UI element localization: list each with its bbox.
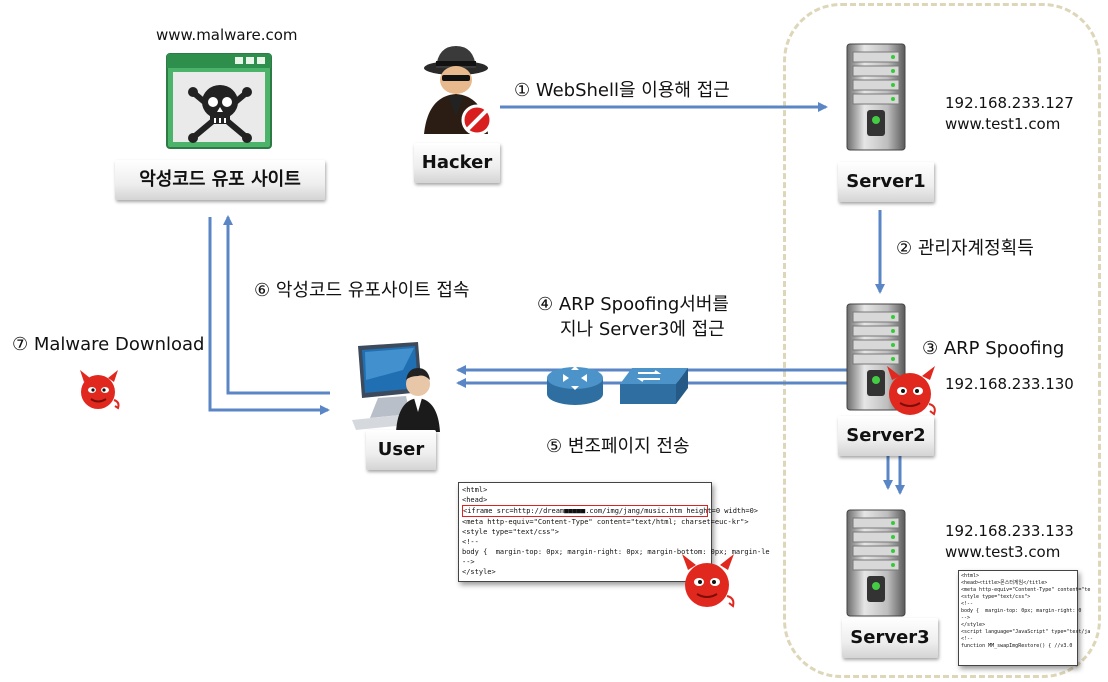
code-line: <meta http-equiv="Content-Type" content=… [961, 587, 1091, 593]
code-line: <head><title>몬스터게임</title> [961, 580, 1048, 586]
code-line: body { margin-top: 0px; margin-right: 0p… [462, 548, 770, 556]
user-computer-icon [352, 342, 440, 432]
code-line-highlighted: <iframe src=http://dream■■■■■.com/img/ja… [462, 505, 759, 517]
code-line: <style type="text/css"> [462, 528, 559, 536]
server-zone [783, 3, 1101, 678]
hacker-icon [424, 46, 493, 136]
server2-icon [846, 303, 906, 411]
arrow-user-to-site [223, 215, 330, 395]
code-line: </style> [961, 622, 986, 628]
code-line: --> [462, 558, 475, 566]
hacker-label: Hacker [414, 143, 500, 183]
server2-label: Server2 [838, 416, 934, 456]
code-line: <html> [961, 573, 980, 579]
code-line: <!-- [961, 601, 974, 607]
step3-label: ③ ARP Spoofing [922, 338, 1065, 359]
code-line: <head> [462, 496, 488, 504]
code-line: <script language="JavaScript" type="text… [961, 629, 1091, 635]
server2-ip: 192.168.233.130 [945, 375, 1074, 393]
code-line: function MM_swapImgRestore() { //v3.0 [961, 643, 1073, 649]
step7-label: ⑦ Malware Download [12, 334, 205, 355]
server3-label: Server3 [842, 618, 938, 658]
code-line: <html> [462, 486, 488, 494]
server1-host: www.test1.com [945, 115, 1061, 133]
server1-ip: 192.168.233.127 [945, 94, 1074, 112]
arrow-site-to-user [208, 217, 330, 415]
server3-host: www.test3.com [945, 543, 1061, 561]
step4-label-line2: 지나 Server3에 접근 [560, 319, 725, 340]
malware-site-label: 악성코드 유포 사이트 [115, 160, 325, 200]
router-icon [547, 366, 603, 405]
code-line: <!-- [462, 538, 479, 546]
malware-window-icon [166, 53, 272, 149]
devil-icon-code [682, 554, 735, 608]
server3-ip: 192.168.233.133 [945, 522, 1074, 540]
devil-icon-server2 [887, 366, 936, 416]
user-label: User [366, 430, 436, 470]
server3-page-code: <html> <head><title>몬스터게임</title> <meta … [958, 570, 1091, 666]
server1-icon [846, 43, 906, 151]
step4-label-line1: ④ ARP Spoofing서버를 [537, 294, 729, 315]
code-line: <meta http-equiv="Content-Type" content=… [462, 518, 749, 526]
tampered-page-code: <html> <head> <iframe src=http://dream■■… [458, 482, 770, 582]
step2-label: ② 관리자계정획득 [896, 238, 1034, 259]
server1-label: Server1 [838, 162, 934, 202]
code-line: <style type="text/css"> [961, 594, 1031, 600]
step1-label: ① WebShell을 이용해 접근 [514, 80, 730, 101]
server3-icon [846, 509, 906, 617]
step5-label: ⑤ 변조페이지 전송 [546, 436, 690, 457]
code-line: </style> [462, 568, 496, 576]
code-line: body { margin-top: 0px; margin-right: 0 [961, 608, 1082, 614]
code-line: <!-- [961, 636, 974, 642]
malware-site-url: www.malware.com [156, 26, 298, 44]
step6-label: ⑥ 악성코드 유포사이트 접속 [254, 280, 470, 301]
devil-icon-download [80, 370, 120, 410]
switch-icon [620, 368, 688, 404]
code-line: --> [961, 615, 971, 621]
